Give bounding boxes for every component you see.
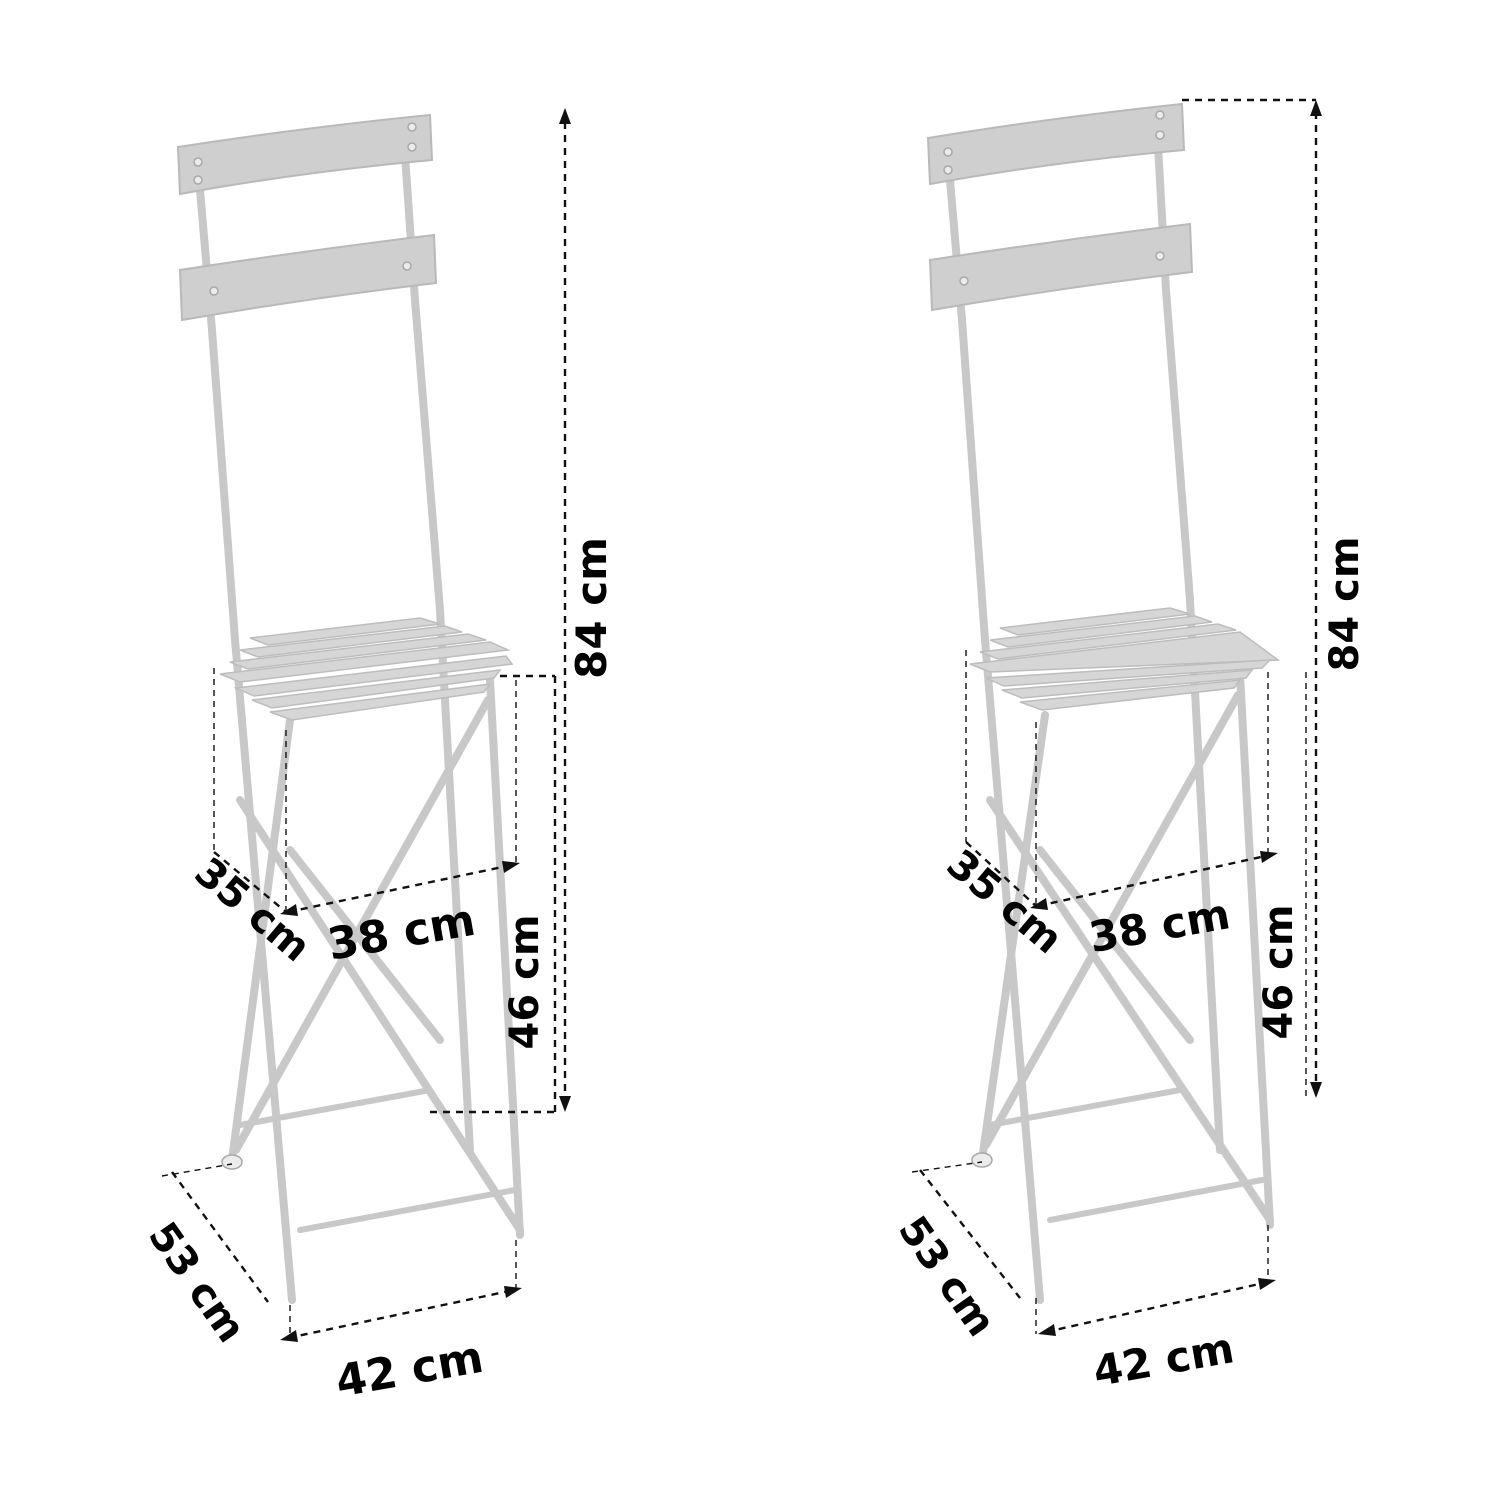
arrow-head [1038,1324,1056,1336]
dimension-lines [911,98,1322,1336]
rivet [943,147,953,157]
back-slat-top [176,113,434,196]
arrow-head [280,904,298,916]
base-depth-ext [911,1161,983,1173]
rivet [1155,130,1165,140]
front-leg-left [228,716,294,1164]
seat-height-label: 46 cm [502,915,548,1050]
base-width-label: 42 cm [332,1332,487,1408]
cross-brace-b [982,691,1242,1149]
arrow-head [1258,1278,1276,1290]
dimension-lines [161,108,571,1342]
chair-illustration [926,102,1281,1304]
back-upright-right [401,151,474,1154]
rivet [959,276,969,286]
back-upright-right [1154,141,1224,1154]
base-depth-line [171,1171,269,1303]
dimension-labels: 84 cm 46 cm 38 cm 35 cm 53 cm 42 cm [139,537,616,1408]
back-slat-bottom [178,233,438,322]
seat-width-line [1037,853,1271,908]
rivet [407,122,417,132]
foot-cap [971,1152,993,1168]
front-leg-right [1236,671,1274,1229]
rivet [1155,251,1165,261]
arrow-head [1310,1082,1322,1098]
seat-height-label: 46 cm [1256,905,1302,1040]
seat [219,617,514,721]
chair-illustration [176,113,524,1304]
arrow-head [559,1096,571,1112]
arrow-head [559,108,571,124]
arrow-head [1030,898,1048,910]
back-slat-top [926,102,1186,186]
rivet [209,286,219,296]
rivet [943,165,953,175]
back-upright-left [196,186,296,1304]
rivet [193,175,203,185]
base-width-line [287,1288,515,1340]
arrow-head [280,1330,298,1342]
front-leg-left [978,711,1049,1164]
seat-depth-line [213,851,287,913]
seat [969,607,1281,711]
total-height-label: 84 cm [567,537,616,679]
lower-rung-upper [237,1087,433,1128]
arrow-head [504,1286,522,1298]
arrow-head [1310,100,1322,116]
total-height-label: 84 cm [1322,537,1368,672]
base-depth-ext [161,1163,233,1177]
rivet [407,142,417,152]
lower-rung-lower [297,1187,518,1233]
seat-depth-line [965,841,1037,907]
chair-view-right: 84 cm 46 cm 38 cm 35 cm 53 cm 42 cm [889,98,1368,1396]
base-depth-label: 53 cm [139,1214,254,1351]
cross-brace-a [236,796,524,1234]
cross-brace-c [286,846,444,1044]
rivet [193,157,203,167]
base-depth-label: 53 cm [889,1208,1004,1345]
base-width-line [1045,1280,1269,1334]
rivet [1155,110,1165,120]
back-slat-bottom [928,222,1194,312]
base-width-label: 42 cm [1089,1323,1237,1396]
lower-rung-lower [1047,1177,1265,1223]
cross-brace-b [232,696,492,1154]
front-leg-right [486,676,524,1239]
cross-brace-c [1036,846,1194,1044]
chair-view-left: 84 cm 46 cm 38 cm 35 cm 53 cm 42 cm [139,108,616,1408]
rivet [402,261,412,271]
base-depth-line [919,1169,1021,1299]
lower-rung-upper [987,1087,1183,1128]
arrow-head [502,861,520,873]
foot-cap [221,1154,243,1170]
arrow-head [1260,851,1278,863]
